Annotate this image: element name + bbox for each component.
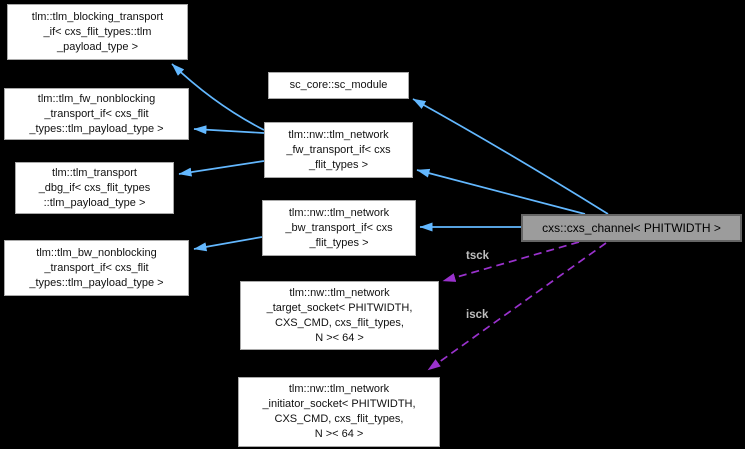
class-name-line: _initiator_socket< PHITWIDTH, [262, 398, 416, 410]
class-name-line: CXS_CMD, cxs_flit_types, [274, 413, 404, 425]
edge-main-to-sc-module [412, 98, 609, 215]
class-node-tlm-nw-network-bw-transport-if[interactable]: tlm::nw::tlm_network _bw_transport_if< c… [262, 200, 416, 256]
class-name-line: _target_socket< PHITWIDTH, [266, 301, 413, 314]
edge-fw-to-fw-nonblocking [193, 125, 265, 135]
class-node-tlm-nw-network-target-socket[interactable]: tlm::nw::tlm_network _target_socket< PHI… [240, 281, 439, 350]
class-name-line: tlm::nw::tlm_network [288, 128, 389, 141]
main-class-name: cxs::cxs_channel< PHITWIDTH > [542, 220, 721, 235]
class-name-line: tlm::tlm_transport [52, 166, 137, 179]
class-name-line: tlm::nw::tlm_network [289, 286, 390, 299]
class-name-line: tlm::tlm_bw_nonblocking [36, 246, 157, 259]
class-node-tlm-transport-dbg-if[interactable]: tlm::tlm_transport _dbg_if< cxs_flit_typ… [15, 162, 174, 214]
edge-bw-to-bw-nonblocking [193, 236, 263, 252]
edge-main-isck-to-initiator-socket [427, 242, 607, 371]
class-name-line: _dbg_if< cxs_flit_types [38, 181, 151, 194]
class-node-tlm-blocking-transport-if[interactable]: tlm::tlm_blocking_transport _if< cxs_fli… [7, 4, 188, 60]
class-name-line: N >< 64 > [315, 331, 364, 344]
class-name-line: tlm::nw::tlm_network [288, 206, 390, 219]
class-node-sc-core-sc-module[interactable]: sc_core::sc_module [268, 72, 409, 99]
class-name-line: N >< 64 > [314, 428, 364, 440]
class-node-tlm-fw-nonblocking-transport-if[interactable]: tlm::tlm_fw_nonblocking _transport_if< c… [4, 88, 189, 140]
edge-fw-to-transport-dbg [178, 160, 265, 177]
class-name-line: _bw_transport_if< cxs [285, 221, 393, 234]
class-name-line: sc_core::sc_module [289, 79, 388, 91]
class-name-line: CXS_CMD, cxs_flit_types, [275, 316, 404, 329]
class-name-line: _transport_if< cxs_flit [44, 107, 149, 120]
class-name-line: _transport_if< cxs_flit [44, 261, 149, 274]
class-node-tlm-nw-network-initiator-socket[interactable]: tlm::nw::tlm_network _initiator_socket< … [238, 377, 440, 447]
class-name-line: _payload_type > [56, 40, 139, 53]
class-name-line: _types::tlm_payload_type > [29, 276, 164, 289]
class-name-line: _if< cxs_flit_types::tlm [43, 25, 152, 38]
class-name-line: tlm::tlm_fw_nonblocking [37, 92, 156, 105]
edge-main-tsck-to-target-socket [442, 241, 580, 282]
edge-label-isck: isck [466, 309, 489, 321]
class-node-main-cxs-cxs-channel: cxs::cxs_channel< PHITWIDTH > [521, 214, 742, 242]
class-name-line: ::tlm_payload_type > [43, 196, 146, 209]
class-name-line: _types::tlm_payload_type > [29, 122, 164, 135]
class-name-line: tlm::nw::tlm_network [288, 383, 390, 395]
class-name-line: _flit_types > [308, 158, 368, 171]
class-node-tlm-nw-network-fw-transport-if[interactable]: tlm::nw::tlm_network _fw_transport_if< c… [264, 122, 413, 178]
class-node-tlm-bw-nonblocking-transport-if[interactable]: tlm::tlm_bw_nonblocking _transport_if< c… [4, 240, 189, 296]
class-name-line: _flit_types > [309, 236, 369, 249]
class-name-line: _fw_transport_if< cxs [286, 143, 391, 156]
class-name-line: tlm::tlm_blocking_transport [31, 10, 164, 23]
edge-label-tsck: tsck [466, 250, 490, 262]
edge-main-to-fw-transport-if [416, 168, 586, 215]
